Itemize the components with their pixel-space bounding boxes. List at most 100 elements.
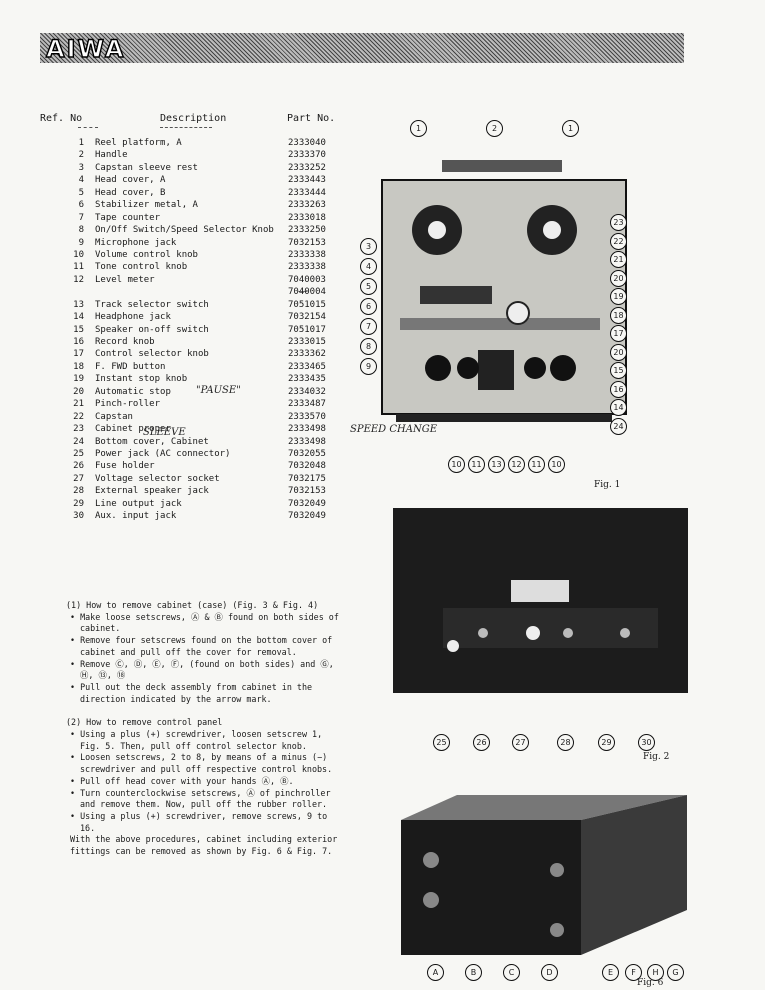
part-number: 2333444	[288, 187, 326, 198]
ref-number: 4	[78, 175, 84, 186]
part-description: Track selector switch	[95, 299, 209, 310]
part-number: 2333362	[288, 349, 326, 360]
part-number: 2333338	[288, 262, 326, 273]
callout-25: 25	[433, 734, 450, 751]
callout-4: 4	[360, 258, 377, 275]
callout-6: 6	[360, 298, 377, 315]
callout-22: 22	[610, 232, 627, 250]
callout-16: 16	[610, 380, 627, 398]
header-ref-no: Ref. No	[40, 113, 83, 124]
callout-G: G	[667, 964, 684, 981]
part-number: 2334032	[288, 386, 326, 397]
callout-29: 29	[598, 734, 615, 751]
callout-2: 2	[486, 120, 503, 137]
callout-11: 11	[528, 456, 545, 473]
part-description: Aux. input jack	[95, 511, 177, 522]
callout-7: 7	[360, 318, 377, 335]
ref-number: 8	[78, 225, 84, 236]
part-number: 2333040	[288, 138, 326, 148]
callout-28: 28	[557, 734, 574, 751]
part-number: 7032154	[288, 312, 326, 323]
section-title: (2) How to remove control panel	[66, 717, 223, 728]
callout-17: 17	[610, 325, 627, 342]
part-number: 2333015	[288, 337, 326, 347]
part-number: 2333435	[288, 374, 326, 385]
part-number: 2333252	[288, 162, 326, 173]
divider	[78, 127, 98, 128]
part-number: 2333443	[288, 175, 326, 186]
part-description: Reel platform, A	[95, 138, 182, 148]
part-description: Capstan sleeve rest	[95, 162, 198, 173]
callout-27: 27	[512, 734, 529, 751]
part-description: Line output jack	[95, 498, 182, 509]
part-number: 7032153	[288, 486, 326, 497]
part-description: Power jack (AC connector)	[95, 448, 231, 459]
ref-number: 15	[73, 324, 84, 335]
part-number: 7032049	[288, 498, 326, 509]
instruction-step: Loosen setscrews, 2 to 8, by means of a …	[80, 752, 346, 775]
part-number: 2333370	[288, 150, 326, 161]
part-description: Volume control knob	[95, 249, 198, 260]
callout-11: 11	[468, 456, 485, 473]
part-description: Head cover, B	[95, 187, 166, 198]
part-number: 7032049	[288, 511, 326, 522]
part-number: 2333263	[288, 200, 326, 211]
brand-bar: AIWA	[40, 33, 684, 64]
ref-number: 24	[73, 436, 84, 447]
callout-B: B	[465, 964, 482, 981]
ref-number: 9	[78, 237, 84, 248]
callout-23: 23	[610, 214, 627, 231]
part-description: Tone control knob	[95, 262, 188, 273]
ref-number: 22	[73, 411, 84, 422]
ref-number: 19	[73, 374, 84, 385]
callout-20: 20	[610, 343, 627, 361]
ref-number: 5	[78, 187, 84, 198]
chassis-illustration	[401, 795, 687, 955]
ref-number: 29	[73, 498, 84, 509]
instruction-step: Pull off head cover with your hands Ⓐ, Ⓑ…	[80, 776, 346, 788]
callout-12: 12	[508, 456, 525, 473]
instruction-step: Using a plus (+) screwdriver, loosen set…	[80, 729, 346, 752]
ref-number: 7	[78, 212, 84, 223]
callout-24: 24	[610, 417, 627, 435]
part-number: 2333465	[288, 361, 326, 372]
ref-number: 28	[73, 486, 84, 497]
callout-20: 20	[610, 269, 627, 287]
part-description: Handle	[95, 150, 128, 161]
callout-5: 5	[360, 278, 377, 295]
part-number: 2333338	[288, 249, 326, 260]
ref-number: 1	[78, 138, 84, 148]
part-number: 2333018	[288, 212, 326, 223]
part-description: Cabinet proper	[95, 424, 171, 435]
instruction-step: Remove Ⓒ, Ⓓ, Ⓔ, Ⓕ, (found on both sides)…	[80, 659, 346, 682]
part-description: On/Off Switch/Speed Selector Knob	[95, 225, 274, 236]
parts-row: 29 Line output jack 7032049	[40, 498, 370, 510]
instructions: (1) How to remove cabinet (case) (Fig. 3…	[66, 600, 346, 858]
callout-1: 1	[562, 120, 579, 137]
part-description: Record knob	[95, 337, 155, 347]
part-number: 7051017	[288, 324, 326, 335]
part-number: 2333498	[288, 436, 326, 447]
part-description: Speaker on-off switch	[95, 324, 209, 335]
ref-number: 30	[73, 511, 84, 522]
pen-mark: —	[298, 286, 308, 297]
divider	[160, 127, 212, 128]
instruction-step: Using a plus (+) screwdriver, remove scr…	[80, 811, 346, 834]
section-title: (1) How to remove cabinet (case) (Fig. 3…	[66, 600, 319, 610]
callout-26: 26	[473, 734, 490, 751]
callout-21: 21	[610, 251, 627, 268]
callout-C: C	[503, 964, 520, 981]
part-number: 2333570	[288, 411, 326, 422]
ref-number: 18	[73, 361, 84, 372]
